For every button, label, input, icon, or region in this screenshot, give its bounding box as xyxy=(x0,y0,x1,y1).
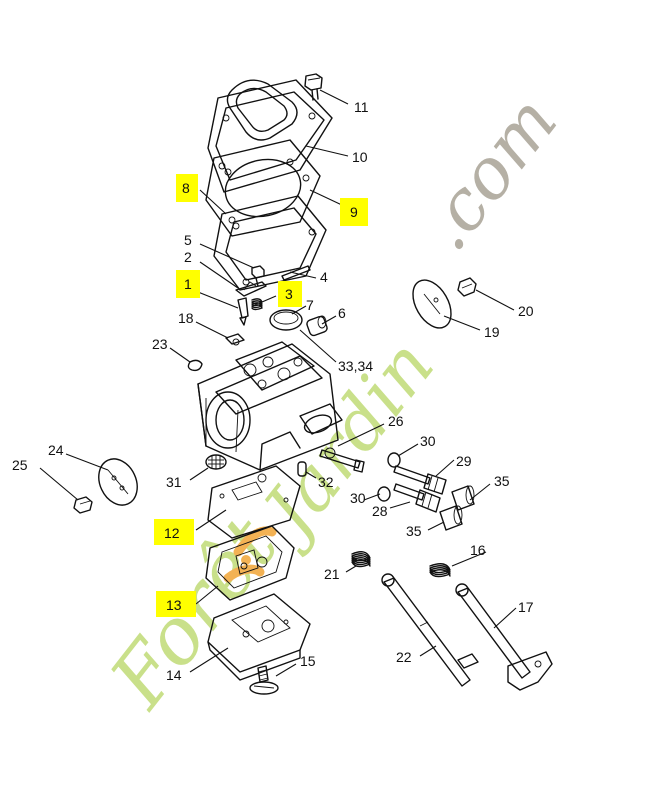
highlight-8 xyxy=(176,174,198,202)
callout-9: 9 xyxy=(350,204,358,220)
part-30-oring-bottom xyxy=(377,486,391,502)
callout-15: 15 xyxy=(300,653,316,669)
part-24-choke-plate xyxy=(98,458,138,506)
part-19-throttle-plate xyxy=(412,279,452,329)
callout-highlights xyxy=(154,174,368,617)
callout-25: 25 xyxy=(12,457,28,473)
highlight-9 xyxy=(340,198,368,226)
callout-14: 14 xyxy=(166,667,182,683)
part-21-spring xyxy=(351,551,371,568)
part-9-diaphragm xyxy=(205,139,321,237)
leader-lines xyxy=(39,89,517,677)
part-2-lever xyxy=(235,281,267,297)
part-16-spring xyxy=(429,563,451,578)
watermark-orange-swirl xyxy=(223,526,277,583)
callout-19: 19 xyxy=(484,324,500,340)
callout-28: 28 xyxy=(372,503,388,519)
callout-33-34: 33,34 xyxy=(338,358,373,374)
callout-29: 29 xyxy=(456,453,472,469)
callout-1: 1 xyxy=(184,276,192,292)
callout-8: 8 xyxy=(182,180,190,196)
part-10-pump-cover xyxy=(207,79,333,193)
callout-10: 10 xyxy=(352,149,368,165)
callout-13: 13 xyxy=(166,597,182,613)
part-25-screw xyxy=(73,496,93,514)
callout-5: 5 xyxy=(184,232,192,248)
callout-7: 7 xyxy=(306,297,314,313)
callout-24: 24 xyxy=(48,442,64,458)
part-12-gasket xyxy=(207,465,301,539)
callout-3: 3 xyxy=(285,286,293,302)
callout-35-top: 35 xyxy=(494,473,510,489)
part-17-throttle-shaft xyxy=(455,583,553,691)
parts xyxy=(73,73,553,695)
part-20-screw xyxy=(457,277,477,297)
part-4-pin xyxy=(281,265,311,281)
part-28-main-screw xyxy=(393,483,441,513)
part-35-cap-bottom xyxy=(439,505,463,531)
part-15-screw xyxy=(249,665,279,695)
callout-2: 2 xyxy=(184,249,192,265)
part-18-fitting xyxy=(225,333,245,346)
callout-12: 12 xyxy=(164,525,180,541)
highlight-1 xyxy=(176,270,200,298)
part-14-metering-cover xyxy=(207,593,311,681)
callout-4: 4 xyxy=(320,269,328,285)
callout-16: 16 xyxy=(470,542,486,558)
callout-32: 32 xyxy=(318,474,334,490)
part-7-disc xyxy=(269,309,303,331)
part-29-idle-screw xyxy=(393,465,447,495)
callout-18: 18 xyxy=(178,310,194,326)
callout-22: 22 xyxy=(396,649,412,665)
part-1-inlet-needle xyxy=(237,297,249,326)
highlight-12 xyxy=(154,519,194,545)
part-32-pin xyxy=(297,461,307,477)
highlight-3 xyxy=(278,281,302,307)
part-3-spring xyxy=(251,298,263,311)
callout-35-bottom: 35 xyxy=(406,523,422,539)
callout-23: 23 xyxy=(152,336,168,352)
callout-17: 17 xyxy=(518,599,534,615)
part-30-oring-top xyxy=(387,452,401,468)
callout-21: 21 xyxy=(324,566,340,582)
watermark-suffix-text: .com xyxy=(404,81,573,265)
callout-11: 11 xyxy=(354,99,369,115)
callout-6: 6 xyxy=(338,305,346,321)
part-31-strainer xyxy=(205,454,227,470)
part-22-choke-shaft xyxy=(381,573,479,687)
part-35-cap-top xyxy=(451,485,475,511)
part-5-screw xyxy=(251,265,265,287)
part-13-metering-plate xyxy=(205,525,295,601)
highlight-13 xyxy=(156,591,196,617)
carburetor-body xyxy=(197,341,343,471)
callout-26: 26 xyxy=(388,413,404,429)
callout-30-bottom: 30 xyxy=(350,490,366,506)
callout-labels: 11 10 8 9 5 2 4 1 3 7 6 18 23 33,34 20 1… xyxy=(12,99,534,683)
callout-30-top: 30 xyxy=(420,433,436,449)
callout-31: 31 xyxy=(166,474,182,490)
part-6-plug xyxy=(306,315,328,337)
part-23-clip xyxy=(187,359,203,372)
part-11-screw xyxy=(304,73,323,101)
part-26-shaft xyxy=(319,447,365,473)
callout-20: 20 xyxy=(518,303,534,319)
